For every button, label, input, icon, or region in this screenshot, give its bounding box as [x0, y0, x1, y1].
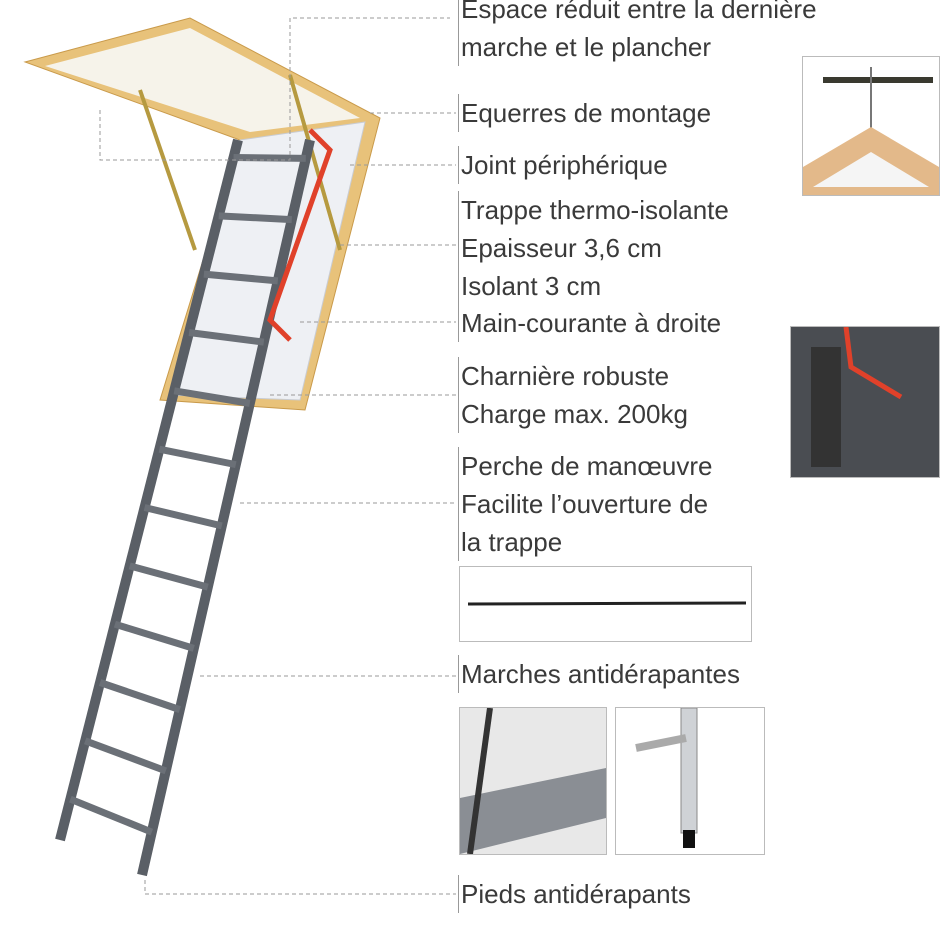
ladder-rung — [233, 154, 306, 162]
thumb-antislip-step — [459, 707, 607, 855]
ladder-rungs — [69, 154, 306, 836]
ladder-rung — [188, 329, 265, 346]
label-main-courante: Main-courante à droite — [458, 304, 721, 342]
label-charniere: Charnière robuste Charge max. 200kg — [458, 357, 688, 433]
ladder-rung — [69, 795, 154, 836]
ladder-rung — [98, 679, 181, 713]
ladder-rung — [203, 270, 279, 285]
thumb-antislip-foot — [615, 707, 765, 855]
ladder-rail-right — [137, 138, 315, 877]
trapdoor-opening — [45, 28, 360, 132]
label-pieds: Pieds antidérapants — [458, 875, 691, 913]
ladder-rail-left — [55, 138, 243, 842]
ladder-rung — [113, 620, 195, 652]
label-joint: Joint périphérique — [458, 146, 668, 184]
label-marches: Marches antidérapantes — [458, 655, 740, 693]
leader-lines — [99, 17, 456, 895]
ladder-rung — [128, 562, 209, 591]
ladder-rung — [218, 212, 292, 224]
label-espace: Espace réduit entre la dernière marche e… — [458, 0, 817, 66]
ladder-rung — [158, 445, 237, 469]
ladder-rung — [143, 504, 223, 530]
label-trappe: Trappe thermo-isolante Epaisseur 3,6 cm … — [458, 191, 729, 305]
thumb-handrail-hinge — [790, 326, 940, 478]
thumb-operating-pole — [459, 566, 752, 642]
label-equerres: Equerres de montage — [458, 94, 711, 132]
label-perche: Perche de manœuvre Facilite l’ouverture … — [458, 447, 712, 561]
thumb-mounting-bracket — [802, 56, 940, 196]
handrail — [267, 128, 333, 342]
ladder-rung — [83, 737, 168, 775]
ladder-rung — [173, 387, 251, 407]
